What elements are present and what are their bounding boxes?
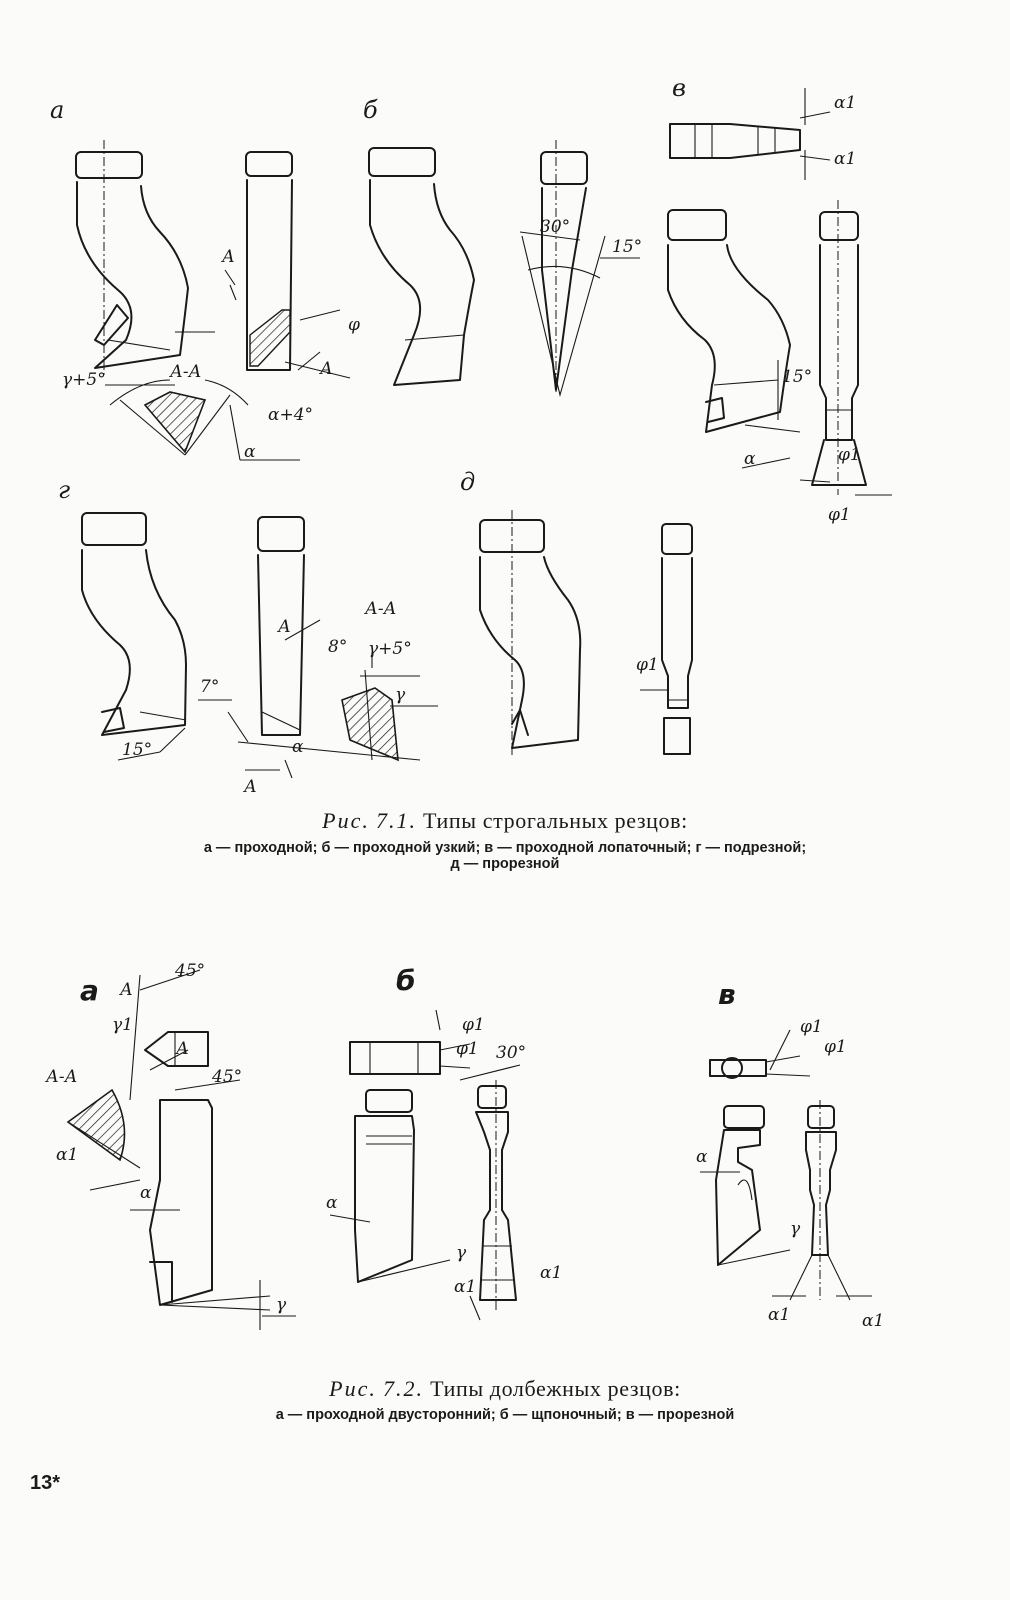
fig1-caption-title: Рис. 7.1. Типы строгальных резцов: [0,808,1010,834]
figure-7-2-drawings: а б в А 45° γ1 А А-А 45° α1 α γ φ1 [45,961,884,1331]
fig2-v-cutter-side [700,1106,790,1265]
fig1-b-cutter-front [520,140,640,395]
fig1-a-label-section: А-А [169,362,202,382]
fig1-a-cutter-front [225,152,350,378]
fig2-b-label-alpha1-a: α1 [454,1277,476,1297]
fig1-panel-g-letter: г [58,476,70,504]
fig2-v-top-view [710,1030,810,1078]
fig2-panel-a-letter: а [80,974,99,1007]
fig1-d-label-phi1: φ1 [636,655,659,675]
fig2-b-cutter-front [460,1065,520,1320]
figure-7-1-drawings: а б в г д А А А-А γ+5° φ α+4° α [50,74,1010,797]
fig1-b-label-15: 15° [612,237,642,257]
fig1-g-label-gamma5: γ+5° [368,639,412,659]
fig1-d-cutter-front [640,524,692,754]
fig1-v-label-alpha: α [744,449,756,469]
fig1-b-label-30: 30° [540,217,570,237]
fig1-caption-legend-1: а — проходной; б — проходной узкий; в — … [203,840,807,856]
fig2-a-label-alpha: α [140,1183,152,1203]
fig1-a-cutter-side [76,140,215,375]
fig1-v-label-alpha1-top: α1 [834,93,856,113]
fig1-v-top-view [670,88,830,180]
fig1-caption-text: Типы строгальных резцов: [423,808,688,833]
fig1-panel-d-letter: д [460,468,475,496]
fig2-v-label-alpha: α [696,1147,708,1167]
fig1-panel-b-letter: б [363,96,378,124]
fig1-g-cutter-side [82,513,186,760]
fig2-a-label-section-mark: А [119,980,133,1000]
fig2-a-label-alpha1: α1 [56,1145,78,1165]
fig1-v-cutter-side [668,210,800,468]
fig1-a-label-section-mark: А [221,247,235,267]
fig2-b-label-phi1-b: φ1 [456,1039,479,1059]
fig1-g-label-section-mark2: А [243,777,257,797]
fig1-g-label-section-mark: А [277,617,291,637]
fig2-a-label-45-mid: 45° [211,1067,242,1087]
fig1-caption-number: 7.1. [375,808,417,833]
fig2-panel-v-letter: в [718,978,736,1011]
fig2-a-label-gamma: γ [276,1295,287,1315]
fig2-caption-number: 7.2. [382,1376,424,1401]
fig2-caption-text: Типы долбежных резцов: [430,1376,681,1401]
fig1-a-label-section-mark2: А [319,359,333,379]
fig1-v-label-15: 15° [782,367,812,387]
fig2-b-label-30: 30° [496,1043,526,1063]
fig1-v-cutter-front [800,200,892,495]
fig1-g-label-7: 7° [200,677,219,697]
fig2-v-label-gamma: γ [790,1219,801,1239]
fig1-d-cutter-side [480,510,580,755]
fig2-caption-title: Рис. 7.2. Типы долбежных резцов: [0,1376,1010,1402]
fig1-a-section [105,380,300,460]
fig1-g-label-alpha: α [292,737,304,757]
fig1-panel-a-letter: а [50,96,64,124]
fig2-caption-prefix: Рис. [329,1376,377,1401]
fig1-a-label-gamma: γ+5° [62,370,106,390]
fig2-a-label-section: А-А [45,1067,78,1087]
fig2-caption-legend: а — проходной двусторонний; б — щпоночны… [275,1407,735,1423]
fig2-b-label-phi1-a: φ1 [462,1015,485,1035]
fig2-a-section [68,1090,140,1190]
fig1-a-label-phi: φ [348,315,360,335]
fig2-a-top-view [130,970,240,1100]
fig1-panel-v-letter: в [672,74,686,102]
fig2-a-label-gamma1: γ1 [112,1015,133,1035]
fig1-caption-legend-2: д — прорезной [450,856,560,872]
fig1-caption-prefix: Рис. [322,808,370,833]
fig1-g-label-gamma: γ [395,685,406,705]
fig1-v-label-alpha1-bottom: α1 [834,149,856,169]
fig1-g-label-15: 15° [122,740,152,760]
fig2-b-label-alpha1-b: α1 [540,1263,562,1283]
fig1-b-cutter-side [369,148,474,385]
page-number: 13* [30,1472,61,1494]
fig1-a-label-alpha: α [244,442,256,462]
fig2-panel-b-letter: б [396,964,416,997]
fig1-v-label-phi1-a: φ1 [838,445,861,465]
fig2-v-label-phi1-a: φ1 [800,1017,823,1037]
fig1-g-label-section: А-А [364,599,397,619]
fig1-g-section [342,652,438,760]
fig2-b-label-gamma: γ [456,1243,467,1263]
fig2-v-label-alpha1-a: α1 [768,1305,790,1325]
fig2-a-cutter [130,1100,296,1330]
fig1-v-label-phi1-b: φ1 [828,505,851,525]
fig1-g-label-8: 8° [328,637,347,657]
fig2-a-label-section-mark2: А [175,1039,189,1059]
fig1-a-label-alpha-plus: α+4° [268,405,313,425]
fig2-a-label-45-top: 45° [174,961,205,981]
fig2-v-cutter-front [772,1100,872,1300]
fig2-b-cutter-side [330,1090,450,1282]
fig2-v-label-phi1-b: φ1 [824,1037,847,1057]
fig2-v-label-alpha1-b: α1 [862,1311,884,1331]
fig2-b-top-view [350,1010,470,1074]
fig2-b-label-alpha: α [326,1193,338,1213]
